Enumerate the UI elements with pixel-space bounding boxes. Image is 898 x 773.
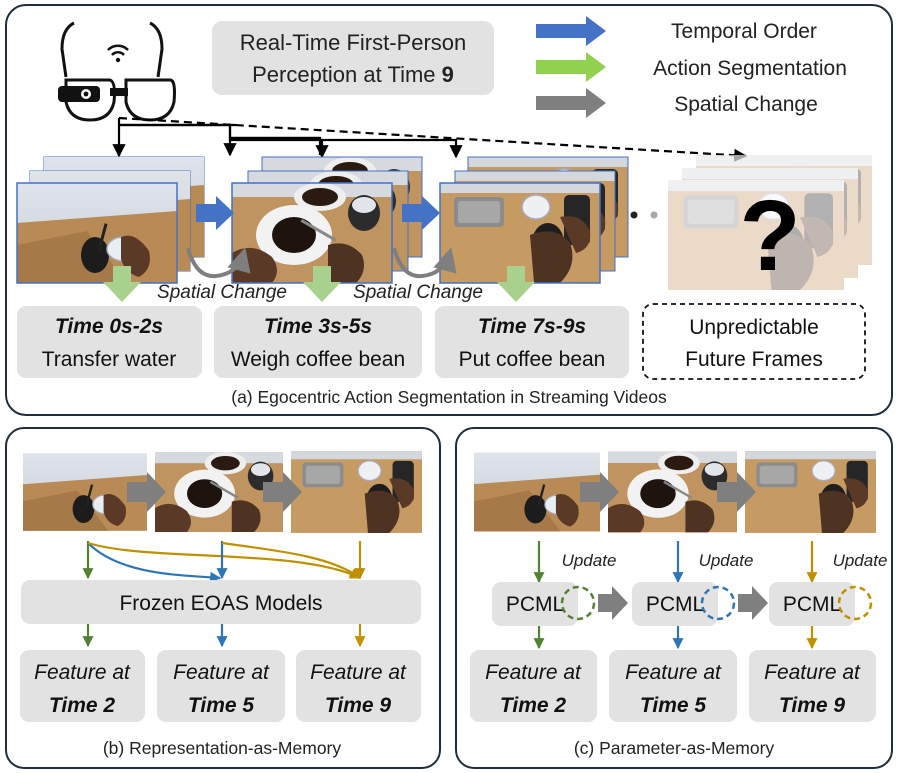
frozen-model-label: Frozen EOAS Models (119, 592, 322, 615)
feature-box-b-3: Feature at Time 9 (296, 650, 421, 722)
segment-time: Time 7s-9s (478, 315, 586, 338)
update-label: Update (699, 551, 754, 570)
legend-label: Temporal Order (671, 20, 817, 43)
frame-image (745, 450, 876, 534)
temporal-arrow-2 (402, 196, 440, 230)
legend-label: Spatial Change (674, 93, 818, 116)
legend-item-temporal: Temporal Order (536, 16, 817, 46)
update-label: Update (833, 551, 888, 570)
svg-text:Unpredictable: Unpredictable (689, 316, 819, 339)
svg-text:PCML: PCML (646, 593, 704, 616)
title-line-2: Perception at Time 9 (252, 62, 454, 87)
update-loop-icon (560, 585, 596, 621)
gray-arrow-icon (598, 586, 628, 620)
svg-text:Time 2: Time 2 (500, 694, 566, 717)
gray-arrow-icon (536, 88, 606, 118)
panel-b: Frozen EOAS Models Feature at Time 2 Fea… (5, 427, 441, 769)
temporal-arrow-1 (196, 196, 234, 230)
title-line-1: Real-Time First-Person (240, 30, 467, 55)
gray-arrow-icon (580, 472, 619, 512)
update-label: Update (562, 551, 617, 570)
legend-item-segmentation: Action Segmentation (536, 52, 847, 82)
segment-box-2: Time 3s-5s Weigh coffee bean (214, 306, 422, 378)
title-box: Real-Time First-Person Perception at Tim… (212, 21, 494, 95)
svg-text:PCML: PCML (783, 593, 841, 616)
svg-text:Time 5: Time 5 (188, 694, 254, 717)
feature-box-b-2: Feature at Time 5 (157, 650, 285, 722)
spatial-change-label: Spatial Change (353, 282, 483, 303)
svg-text:Time 9: Time 9 (325, 694, 391, 717)
svg-text:PCML: PCML (506, 593, 564, 616)
svg-text:Time 9: Time 9 (779, 694, 845, 717)
feature-box-c-3: Feature at Time 9 (749, 650, 876, 722)
ellipsis-dot (650, 211, 658, 219)
frame-stack-3 (439, 156, 629, 284)
frame-image (291, 450, 422, 534)
segment-time: Time 0s-2s (55, 315, 163, 338)
feature-box-c-2: Feature at Time 5 (609, 650, 737, 722)
segment-action: Transfer water (42, 348, 177, 371)
frame-image (232, 183, 392, 283)
svg-text:Feature at: Feature at (485, 661, 582, 684)
segment-box-3: Time 7s-9s Put coffee bean (435, 306, 629, 378)
pcml-box-3: PCML (769, 582, 855, 626)
legend-item-spatial: Spatial Change (536, 88, 818, 118)
frame-image (17, 183, 177, 283)
ellipsis-dot (630, 211, 638, 219)
svg-text:Feature at: Feature at (310, 661, 407, 684)
caption-b: (b) Representation-as-Memory (103, 738, 342, 758)
spatial-change-arrow-2 (392, 247, 457, 279)
update-loop-icon (700, 585, 736, 621)
gray-arrow-icon (127, 472, 166, 512)
spatial-change-label: Spatial Change (157, 282, 287, 303)
segment-time: Time 3s-5s (264, 315, 372, 338)
frozen-model-box (21, 580, 421, 624)
segmentation-arrow-3 (497, 266, 535, 302)
question-mark-icon: ? (739, 180, 800, 292)
segment-action: Put coffee bean (459, 348, 606, 371)
pcml-box-2: PCML (632, 582, 718, 626)
caption-c: (c) Parameter-as-Memory (574, 738, 775, 758)
legend: Temporal Order Action Segmentation Spati… (536, 16, 847, 118)
blue-arrow-icon (536, 16, 606, 46)
temporal-connectors (112, 116, 748, 162)
segment-box-1: Time 0s-2s Transfer water (17, 306, 202, 378)
svg-text:Future Frames: Future Frames (685, 348, 823, 371)
segmentation-arrow-2 (303, 266, 341, 302)
smart-glasses-icon (58, 21, 176, 122)
segment-action: Weigh coffee bean (231, 348, 405, 371)
frame-stack-1 (16, 156, 205, 284)
future-box: Unpredictable Future Frames (642, 303, 866, 380)
green-arrow-icon (536, 52, 606, 82)
svg-text:Feature at: Feature at (625, 661, 722, 684)
gray-arrow-icon (717, 472, 756, 512)
frame-stack-2 (231, 156, 423, 284)
gray-arrow-icon (263, 472, 302, 512)
pcml-box-1: PCML (492, 582, 578, 626)
feature-box-c-1: Feature at Time 2 (470, 650, 597, 722)
svg-text:Feature at: Feature at (34, 661, 131, 684)
panel-c: Update Update Update PCML PCML PCML Feat… (455, 427, 893, 769)
gray-arrow-icon (738, 586, 768, 620)
feature-box-b-1: Feature at Time 2 (20, 650, 145, 722)
svg-text:Time 2: Time 2 (49, 694, 115, 717)
update-loop-icon (837, 585, 873, 621)
svg-text:Feature at: Feature at (173, 661, 270, 684)
svg-text:Time 5: Time 5 (640, 694, 706, 717)
panel-a: Real-Time First-Person Perception at Tim… (5, 4, 893, 416)
legend-label: Action Segmentation (653, 57, 847, 80)
svg-text:Feature at: Feature at (764, 661, 861, 684)
caption-a: (a) Egocentric Action Segmentation in St… (231, 387, 667, 407)
segmentation-arrow-1 (103, 266, 141, 302)
spatial-change-arrow-1 (186, 247, 251, 279)
